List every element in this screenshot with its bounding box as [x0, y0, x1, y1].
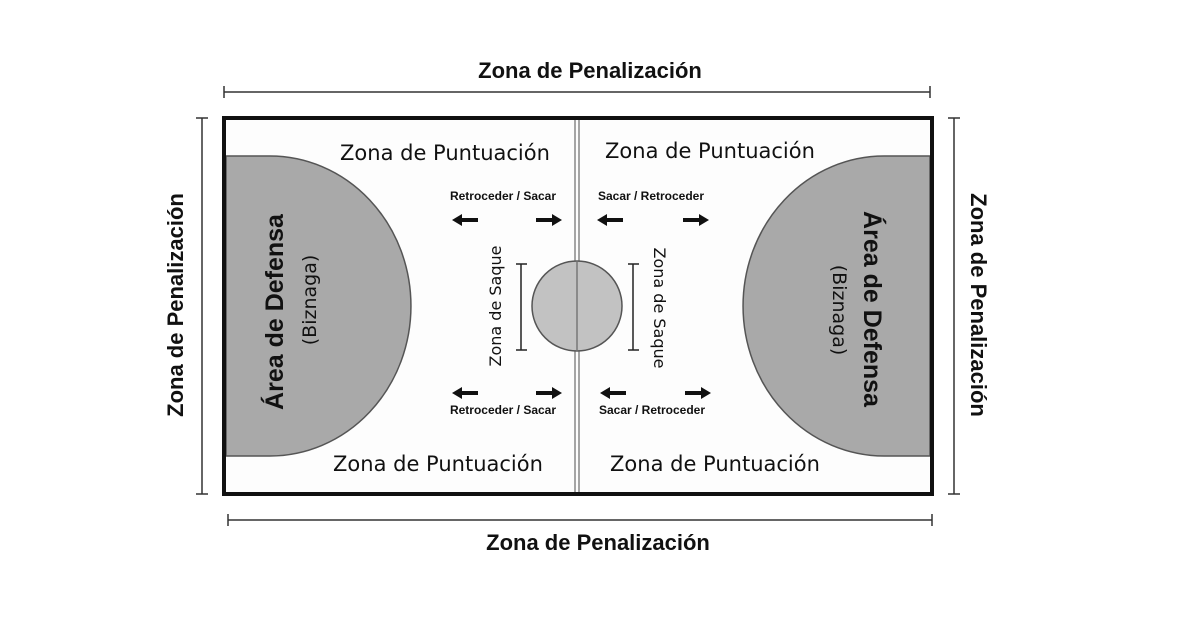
arrow-right-icon: [683, 214, 709, 226]
scoring-zone-label-bottom-left: Zona de Puntuación: [333, 452, 543, 476]
defense-area-right: [742, 155, 931, 457]
defense-area-left: [225, 155, 412, 457]
serve-zone-label-left: Zona de Saque: [486, 246, 505, 367]
penalty-zone-label-left: Zona de Penalización: [163, 193, 188, 417]
move-label-top-right: Sacar / Retroceder: [598, 189, 704, 203]
arrow-left-icon: [597, 214, 623, 226]
penalty-zone-label-top: Zona de Penalización: [478, 58, 702, 83]
biznaga-label-left: (Biznaga): [299, 255, 321, 346]
arrow-right-icon: [536, 387, 562, 399]
arrow-left-icon: [452, 214, 478, 226]
top-dimension-line: [223, 86, 931, 98]
court-outline: [222, 116, 934, 496]
arrow-right-icon: [536, 214, 562, 226]
scoring-zone-label-bottom-right: Zona de Puntuación: [610, 452, 820, 476]
move-label-top-left: Retroceder / Sacar: [450, 189, 556, 203]
scoring-zone-label-top-left: Zona de Puntuación: [340, 141, 550, 165]
arrow-right-icon: [685, 387, 711, 399]
scoring-zone-label-top-right: Zona de Puntuación: [605, 139, 815, 163]
move-label-bottom-right: Sacar / Retroceder: [599, 403, 705, 417]
defense-area-label-left: Área de Defensa: [260, 213, 289, 410]
arrow-left-icon: [600, 387, 626, 399]
defense-area-label-right: Área de Defensa: [858, 211, 887, 408]
serve-zone-label-right: Zona de Saque: [650, 248, 669, 369]
arrow-left-icon: [452, 387, 478, 399]
biznaga-label-right: (Biznaga): [828, 265, 850, 356]
penalty-zone-label-right: Zona de Penalización: [966, 193, 991, 417]
serve-bracket-right: [628, 263, 639, 351]
serve-bracket-left: [516, 263, 527, 351]
left-dimension-line: [196, 117, 208, 495]
right-dimension-line: [948, 117, 960, 495]
move-label-bottom-left: Retroceder / Sacar: [450, 403, 556, 417]
bottom-dimension-line: [227, 514, 933, 526]
penalty-zone-label-bottom: Zona de Penalización: [486, 530, 710, 555]
